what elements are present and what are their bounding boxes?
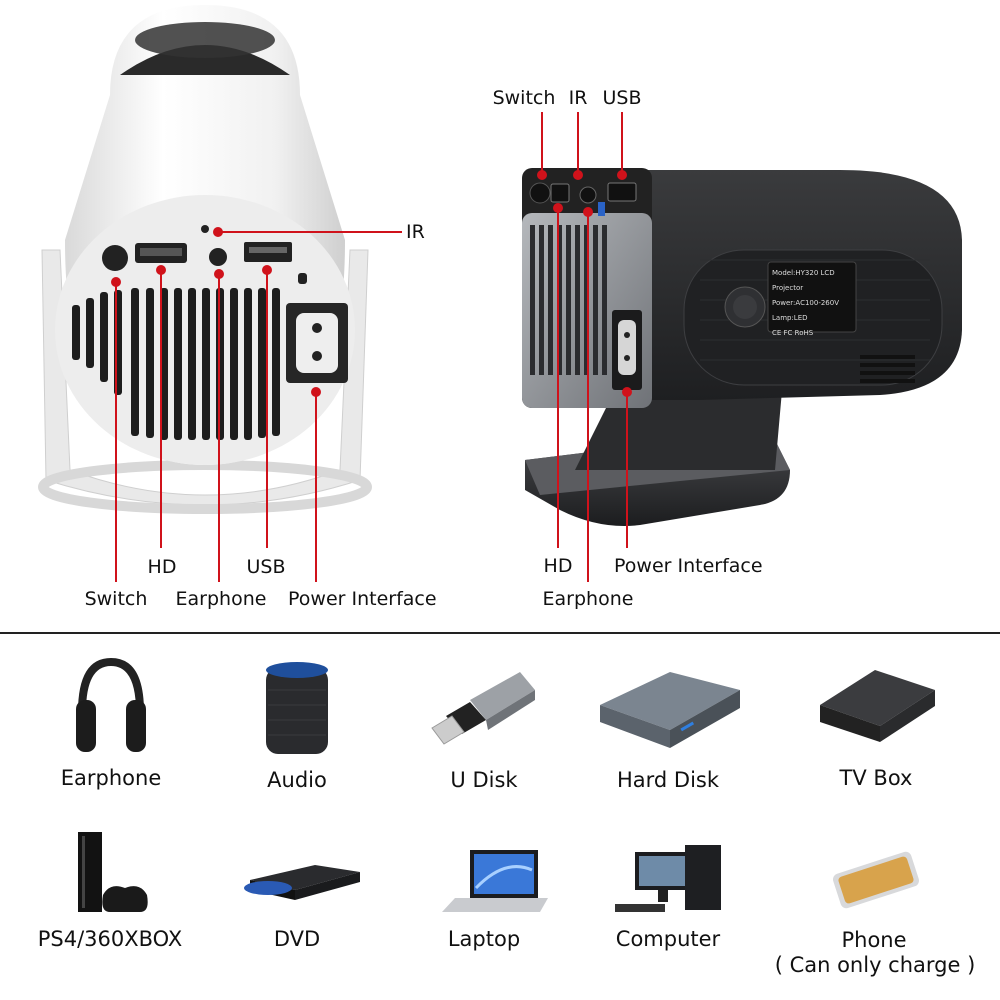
projector-ports-illustration xyxy=(38,5,962,582)
device-label-dvd: DVD xyxy=(273,927,321,951)
rating-label: Model:HY320 LCD Projector Power:AC100-26… xyxy=(772,266,856,341)
dark-projector xyxy=(522,168,962,526)
dvd-player-icon xyxy=(244,865,360,900)
usb-flash-drive-icon xyxy=(431,672,535,745)
callout-hd-right: HD xyxy=(543,555,573,577)
smart-speaker-icon xyxy=(266,662,328,754)
device-label-computer: Computer xyxy=(615,927,721,951)
headphones-icon xyxy=(76,657,146,752)
callout-switch-left: Switch xyxy=(84,588,148,610)
switch-port-right xyxy=(529,182,551,204)
hdmi-port-right xyxy=(607,182,637,202)
rating-model: Model:HY320 LCD Projector xyxy=(772,269,835,292)
switch-port-left xyxy=(102,245,128,271)
white-projector xyxy=(38,5,372,514)
callout-usb-left: USB xyxy=(246,556,286,578)
device-note-phone: ( Can only charge ) xyxy=(774,953,976,977)
tv-box-icon xyxy=(820,670,935,742)
smartphone-icon xyxy=(833,851,919,909)
device-label-game-console: PS4/360XBOX xyxy=(37,927,183,951)
device-label-earphone: Earphone xyxy=(60,766,162,790)
left-callout-lines xyxy=(111,227,402,582)
laptop-icon xyxy=(442,850,548,912)
callout-earphone-left: Earphone xyxy=(175,588,267,610)
device-label-tv-box: TV Box xyxy=(839,766,913,790)
callout-earphone-right: Earphone xyxy=(542,588,634,610)
rating-lamp: Lamp:LED xyxy=(772,314,808,322)
device-label-phone: Phone xyxy=(841,928,907,952)
callout-hd-left: HD xyxy=(147,556,177,578)
callout-ir-left: IR xyxy=(406,221,425,243)
device-label-audio: Audio xyxy=(267,768,327,792)
desktop-computer-icon xyxy=(615,845,721,912)
device-label-u-disk: U Disk xyxy=(450,768,518,792)
callout-usb-right: USB xyxy=(602,87,642,109)
rating-marks: CE FC RoHS xyxy=(772,329,814,337)
device-label-hard-disk: Hard Disk xyxy=(616,768,720,792)
earphone-port-right xyxy=(579,186,597,204)
rating-power: Power:AC100-260V xyxy=(772,299,839,307)
game-console-icon xyxy=(78,832,148,912)
usb-port-right-a xyxy=(550,183,570,203)
rating-label-plate xyxy=(767,261,857,333)
callout-switch-right: Switch xyxy=(492,87,556,109)
device-icons xyxy=(76,657,935,912)
hard-disk-icon xyxy=(600,672,740,748)
callout-power-left: Power Interface xyxy=(288,588,437,610)
ir-sensor-left xyxy=(201,225,209,233)
section-divider xyxy=(0,632,1000,634)
device-label-laptop: Laptop xyxy=(447,927,521,951)
right-callout-lines xyxy=(537,112,632,582)
callout-ir-right: IR xyxy=(568,87,588,109)
earphone-port-left xyxy=(209,248,227,266)
callout-power-right: Power Interface xyxy=(614,555,763,577)
